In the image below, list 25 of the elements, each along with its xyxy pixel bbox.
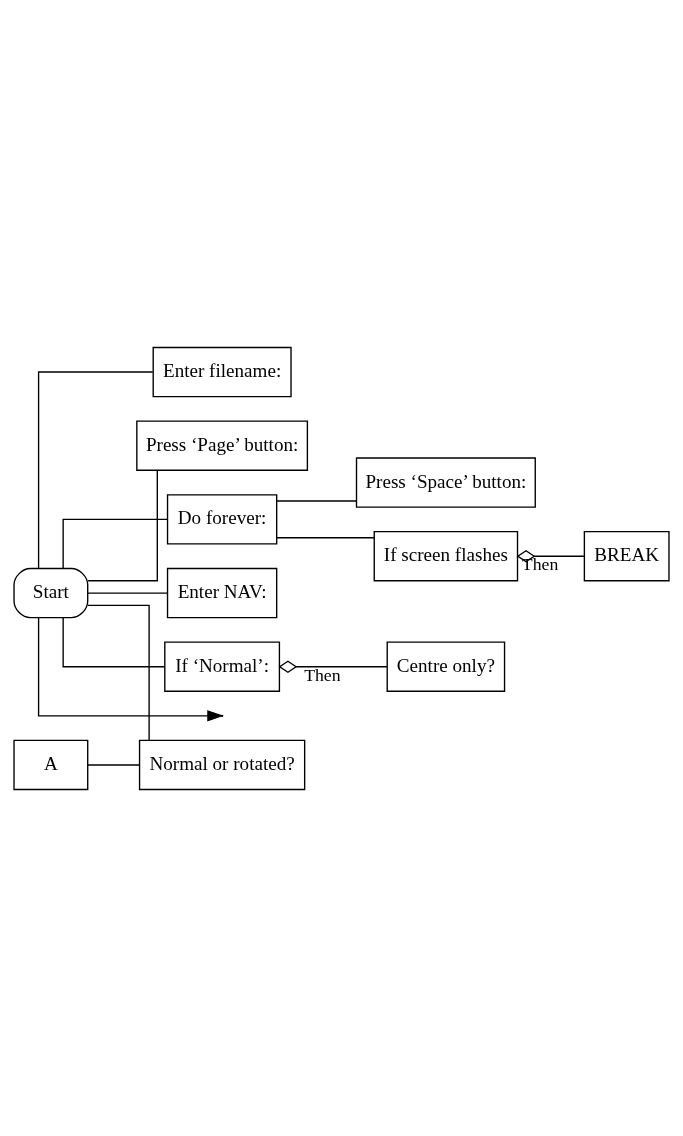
node-box: Do forever: [166,493,278,545]
connector [87,591,169,594]
connector [516,549,585,562]
node-box: Enter filename: [152,346,292,397]
node-box: Centre only? [386,641,506,692]
node-box: Normal or rotated? [138,739,306,790]
connector [276,536,375,538]
node-box: A [13,739,89,790]
node-box: Enter NAV: [166,567,278,618]
node-box: If ‘Normal’: [164,641,281,692]
node-box: BREAK [583,530,670,581]
connector [62,518,169,569]
connector [87,763,140,766]
node-box: If screen flashes [373,530,519,581]
connector [87,604,150,741]
connector [276,499,358,502]
node-box: Start [13,567,89,618]
edge-label: Then [304,664,341,685]
node-box: Press ‘Space’ button: [355,456,536,508]
connector [62,616,166,667]
node-box: Press ‘Page’ button: [136,419,309,471]
connector [37,370,154,569]
connector [87,469,158,581]
edge-label: Then [521,553,559,574]
connector [278,659,388,673]
